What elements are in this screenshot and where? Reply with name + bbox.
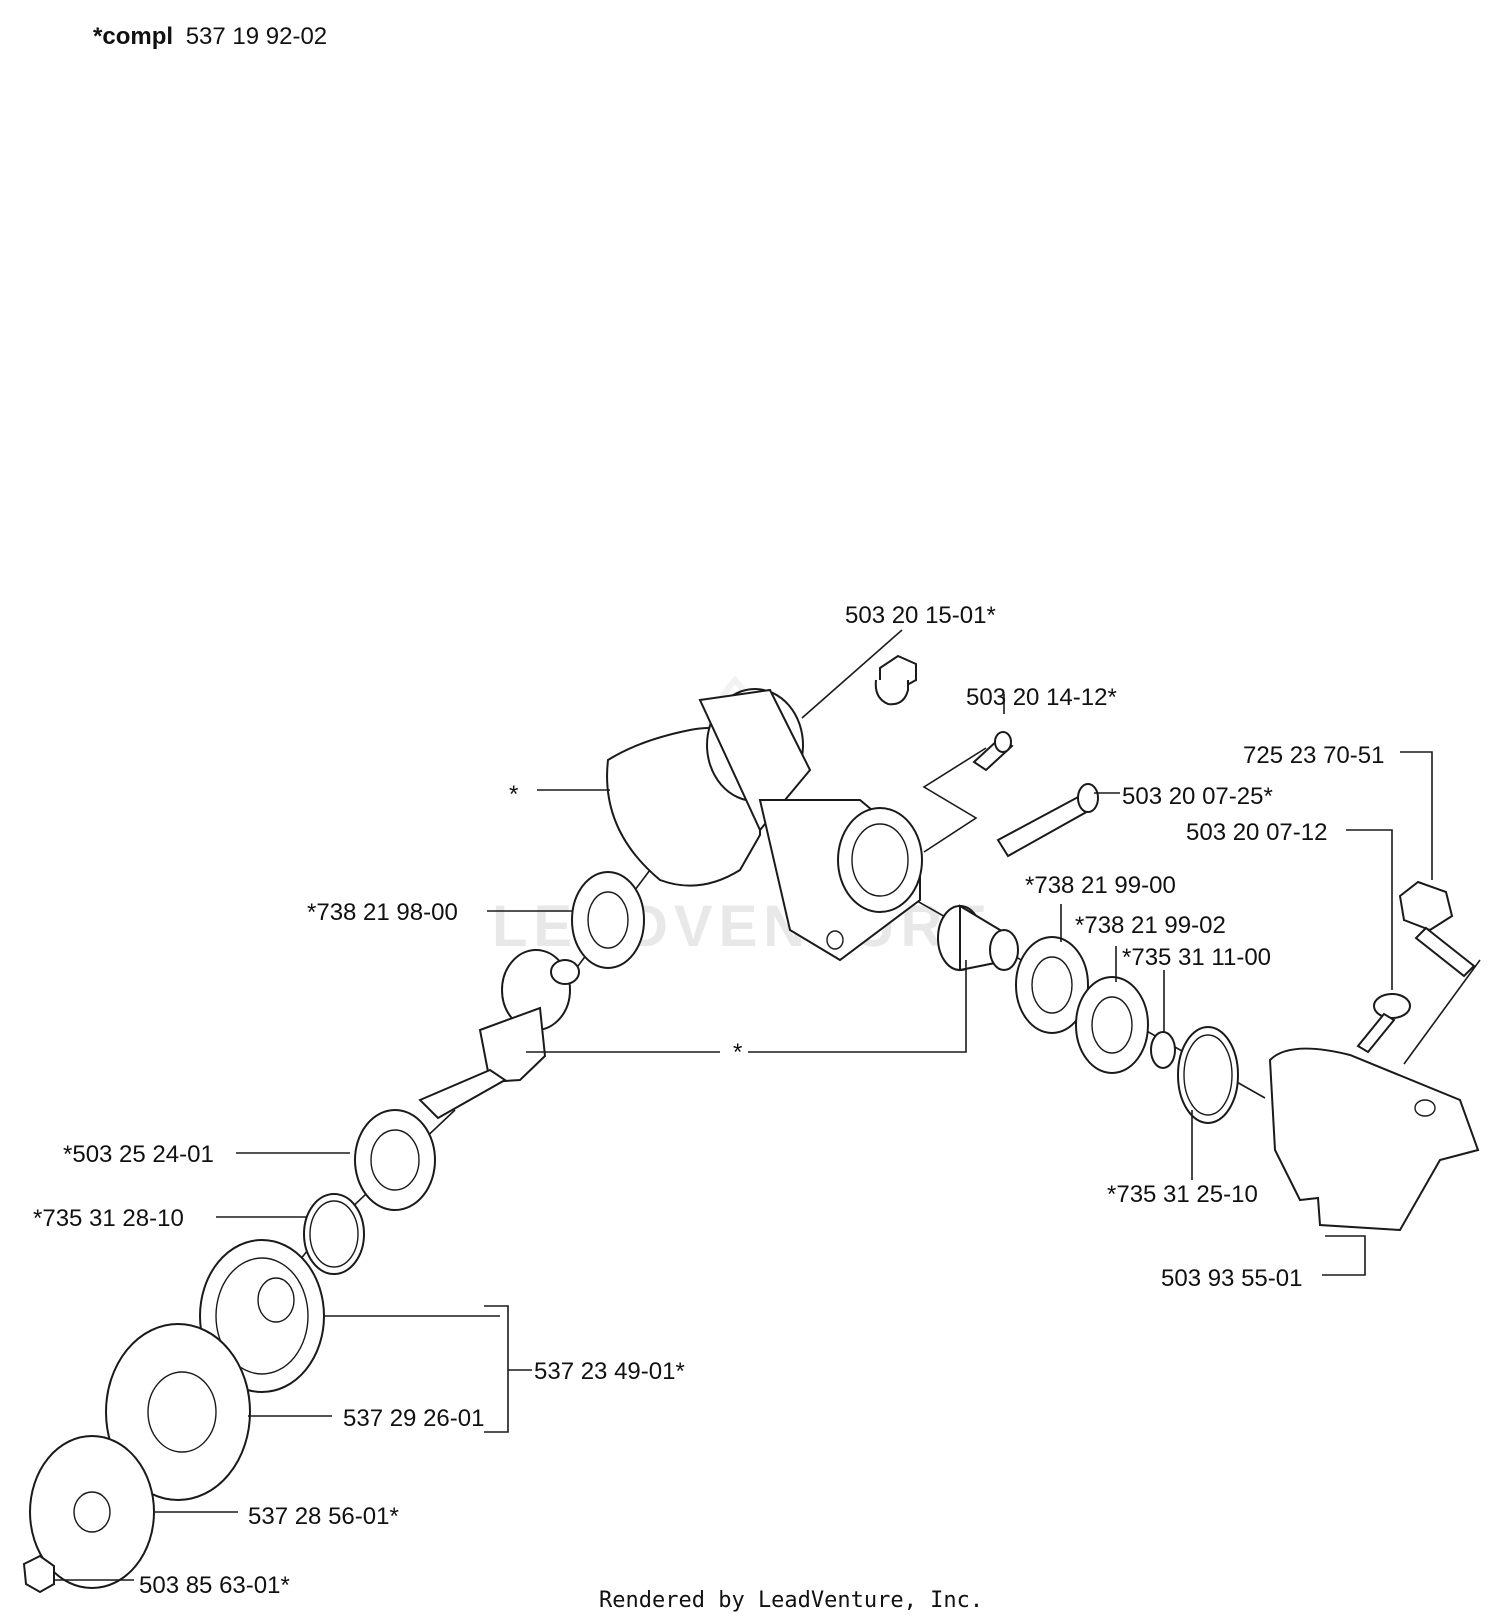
- footer-credit: Rendered by LeadVenture, Inc.: [599, 1588, 983, 1613]
- screw-washer-part: [1356, 993, 1411, 1054]
- leader-lines: [54, 629, 1481, 1581]
- callout-503-25-24-01: *503 25 24-01: [63, 1141, 214, 1168]
- small-ring-part: [1150, 1031, 1176, 1069]
- callout-537-23-49-01: 537 23 49-01*: [534, 1358, 685, 1385]
- callout-725-23-70-51: 725 23 70-51: [1243, 742, 1384, 769]
- bearing-lower-part: [354, 1109, 436, 1211]
- header-part-number: 537 19 92-02: [186, 23, 327, 50]
- callout-503-20-07-12: 503 20 07-12: [1186, 819, 1327, 846]
- support-washer-part: [105, 1323, 251, 1501]
- callout-503-93-55-01: 503 93 55-01: [1161, 1265, 1302, 1292]
- cover-guard-part: [1268, 1047, 1480, 1232]
- bearing-upper-part: [571, 871, 645, 969]
- bearing-right-part: [1015, 936, 1089, 1034]
- screw-small-part: [972, 731, 1014, 772]
- watermark-text: LEADVENTURE: [492, 894, 993, 959]
- bevel-pinion-part: [937, 904, 1019, 972]
- callout-503-20-15-01: 503 20 15-01*: [845, 602, 996, 629]
- assembly-header: *compl 537 19 92-02: [93, 23, 327, 50]
- header-prefix: *compl: [93, 23, 173, 50]
- gear-housing-part: [606, 688, 923, 962]
- bearing-right-2-part: [1075, 976, 1149, 1074]
- circlip-part: [1177, 1026, 1239, 1124]
- callout-537-29-26-01: 537 29 26-01: [343, 1405, 484, 1432]
- hex-bolt-part: [1398, 880, 1476, 978]
- callout-503-85-63-01: 503 85 63-01*: [139, 1572, 290, 1599]
- callout-735-31-11-00: *735 31 11-00: [1122, 944, 1271, 971]
- callout-503-20-07-25: 503 20 07-25*: [1122, 783, 1273, 810]
- callout-housing-asterisk: *: [509, 781, 518, 808]
- callout-735-31-25-10: *735 31 25-10: [1107, 1181, 1258, 1208]
- callout-shaft-asterisk: *: [733, 1039, 742, 1066]
- retaining-ring-part: [303, 1193, 365, 1275]
- callout-738-21-98-00: *738 21 98-00: [307, 899, 458, 926]
- nut-part: [22, 1554, 55, 1594]
- callout-503-20-14-12: 503 20 14-12*: [966, 684, 1117, 711]
- callout-537-28-56-01: 537 28 56-01*: [248, 1503, 399, 1530]
- plug-part: [874, 654, 917, 706]
- output-shaft-gear-part: [418, 949, 580, 1120]
- callout-738-21-99-00: *738 21 99-00: [1025, 872, 1176, 899]
- long-bolt-part: [996, 783, 1099, 858]
- callout-738-21-99-02: *738 21 99-02: [1075, 912, 1226, 939]
- callout-735-31-28-10: *735 31 28-10: [33, 1205, 184, 1232]
